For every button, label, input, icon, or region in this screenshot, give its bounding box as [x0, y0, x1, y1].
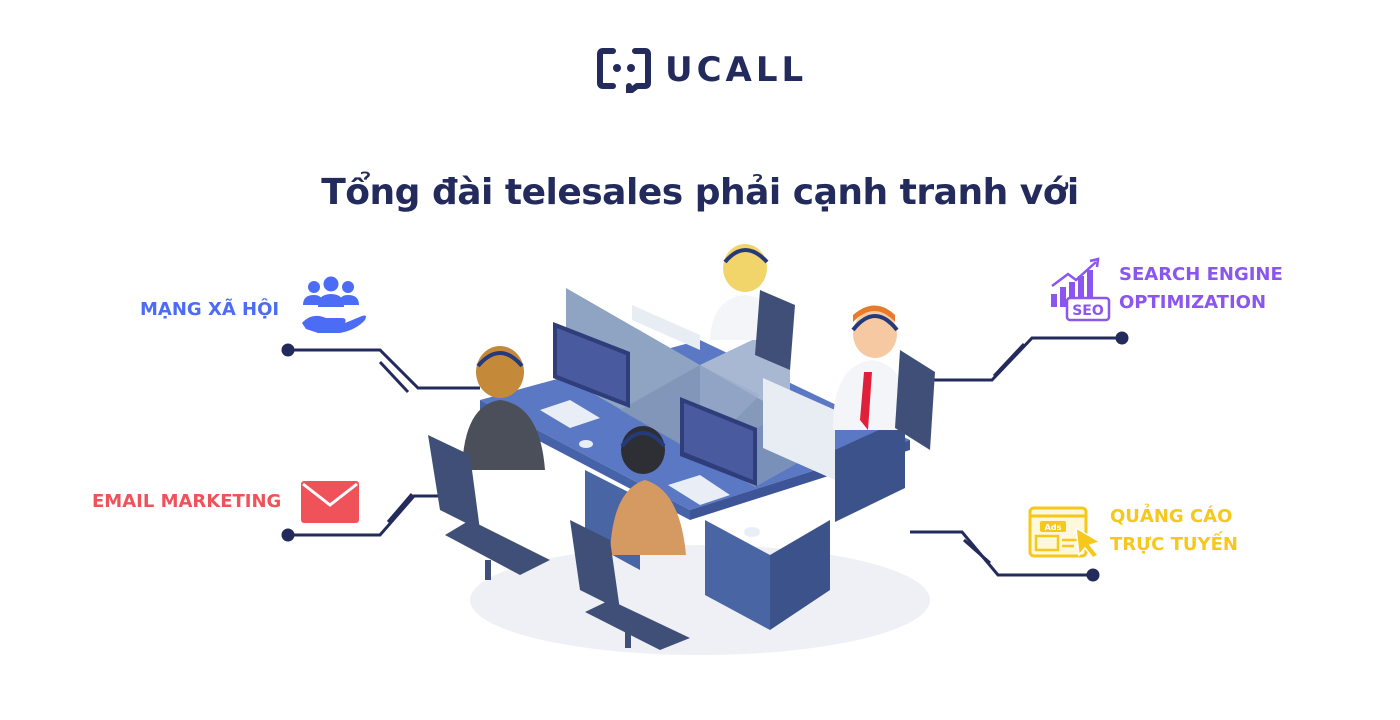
- channel-seo-label: SEARCH ENGINE OPTIMIZATION: [1119, 261, 1283, 317]
- people-hand-icon: [302, 276, 366, 333]
- channel-social-label: MẠNG XÃ HỘI: [140, 299, 280, 320]
- brand-name: UCALL: [665, 50, 808, 90]
- connector-social: [281, 343, 480, 394]
- chair-front: [570, 520, 690, 650]
- seo-icon-text: SEO: [1072, 303, 1104, 319]
- agent-right: [832, 305, 912, 430]
- chair-top: [755, 290, 795, 370]
- connector-ads: [910, 530, 1100, 582]
- connector-seo: [930, 331, 1129, 382]
- channel-ads-label: QUẢNG CÁO TRỰC TUYẾN: [1110, 503, 1238, 559]
- agent-left: [462, 346, 545, 470]
- channel-ads-line1: QUẢNG CÁO: [1110, 506, 1233, 527]
- channel-seo-line2: OPTIMIZATION: [1119, 292, 1267, 313]
- ads-icon-text: Ads: [1045, 523, 1062, 532]
- seo-chart-icon: SEO: [1051, 257, 1111, 322]
- channel-seo-line1: SEARCH ENGINE: [1119, 264, 1283, 285]
- envelope-icon: [301, 481, 359, 523]
- call-center-office-icon: [428, 244, 935, 655]
- agent-front: [610, 426, 686, 555]
- ucall-logo-icon: [597, 48, 651, 93]
- channel-email-label: EMAIL MARKETING: [92, 491, 282, 512]
- ads-browser-icon: Ads: [1028, 506, 1102, 559]
- chair-right: [895, 350, 935, 450]
- channel-ads-line2: TRỰC TUYẾN: [1110, 534, 1238, 555]
- page-title: Tổng đài telesales phải cạnh tranh với: [321, 172, 1079, 213]
- brand-logo: UCALL: [597, 44, 807, 96]
- chair-left: [428, 435, 550, 580]
